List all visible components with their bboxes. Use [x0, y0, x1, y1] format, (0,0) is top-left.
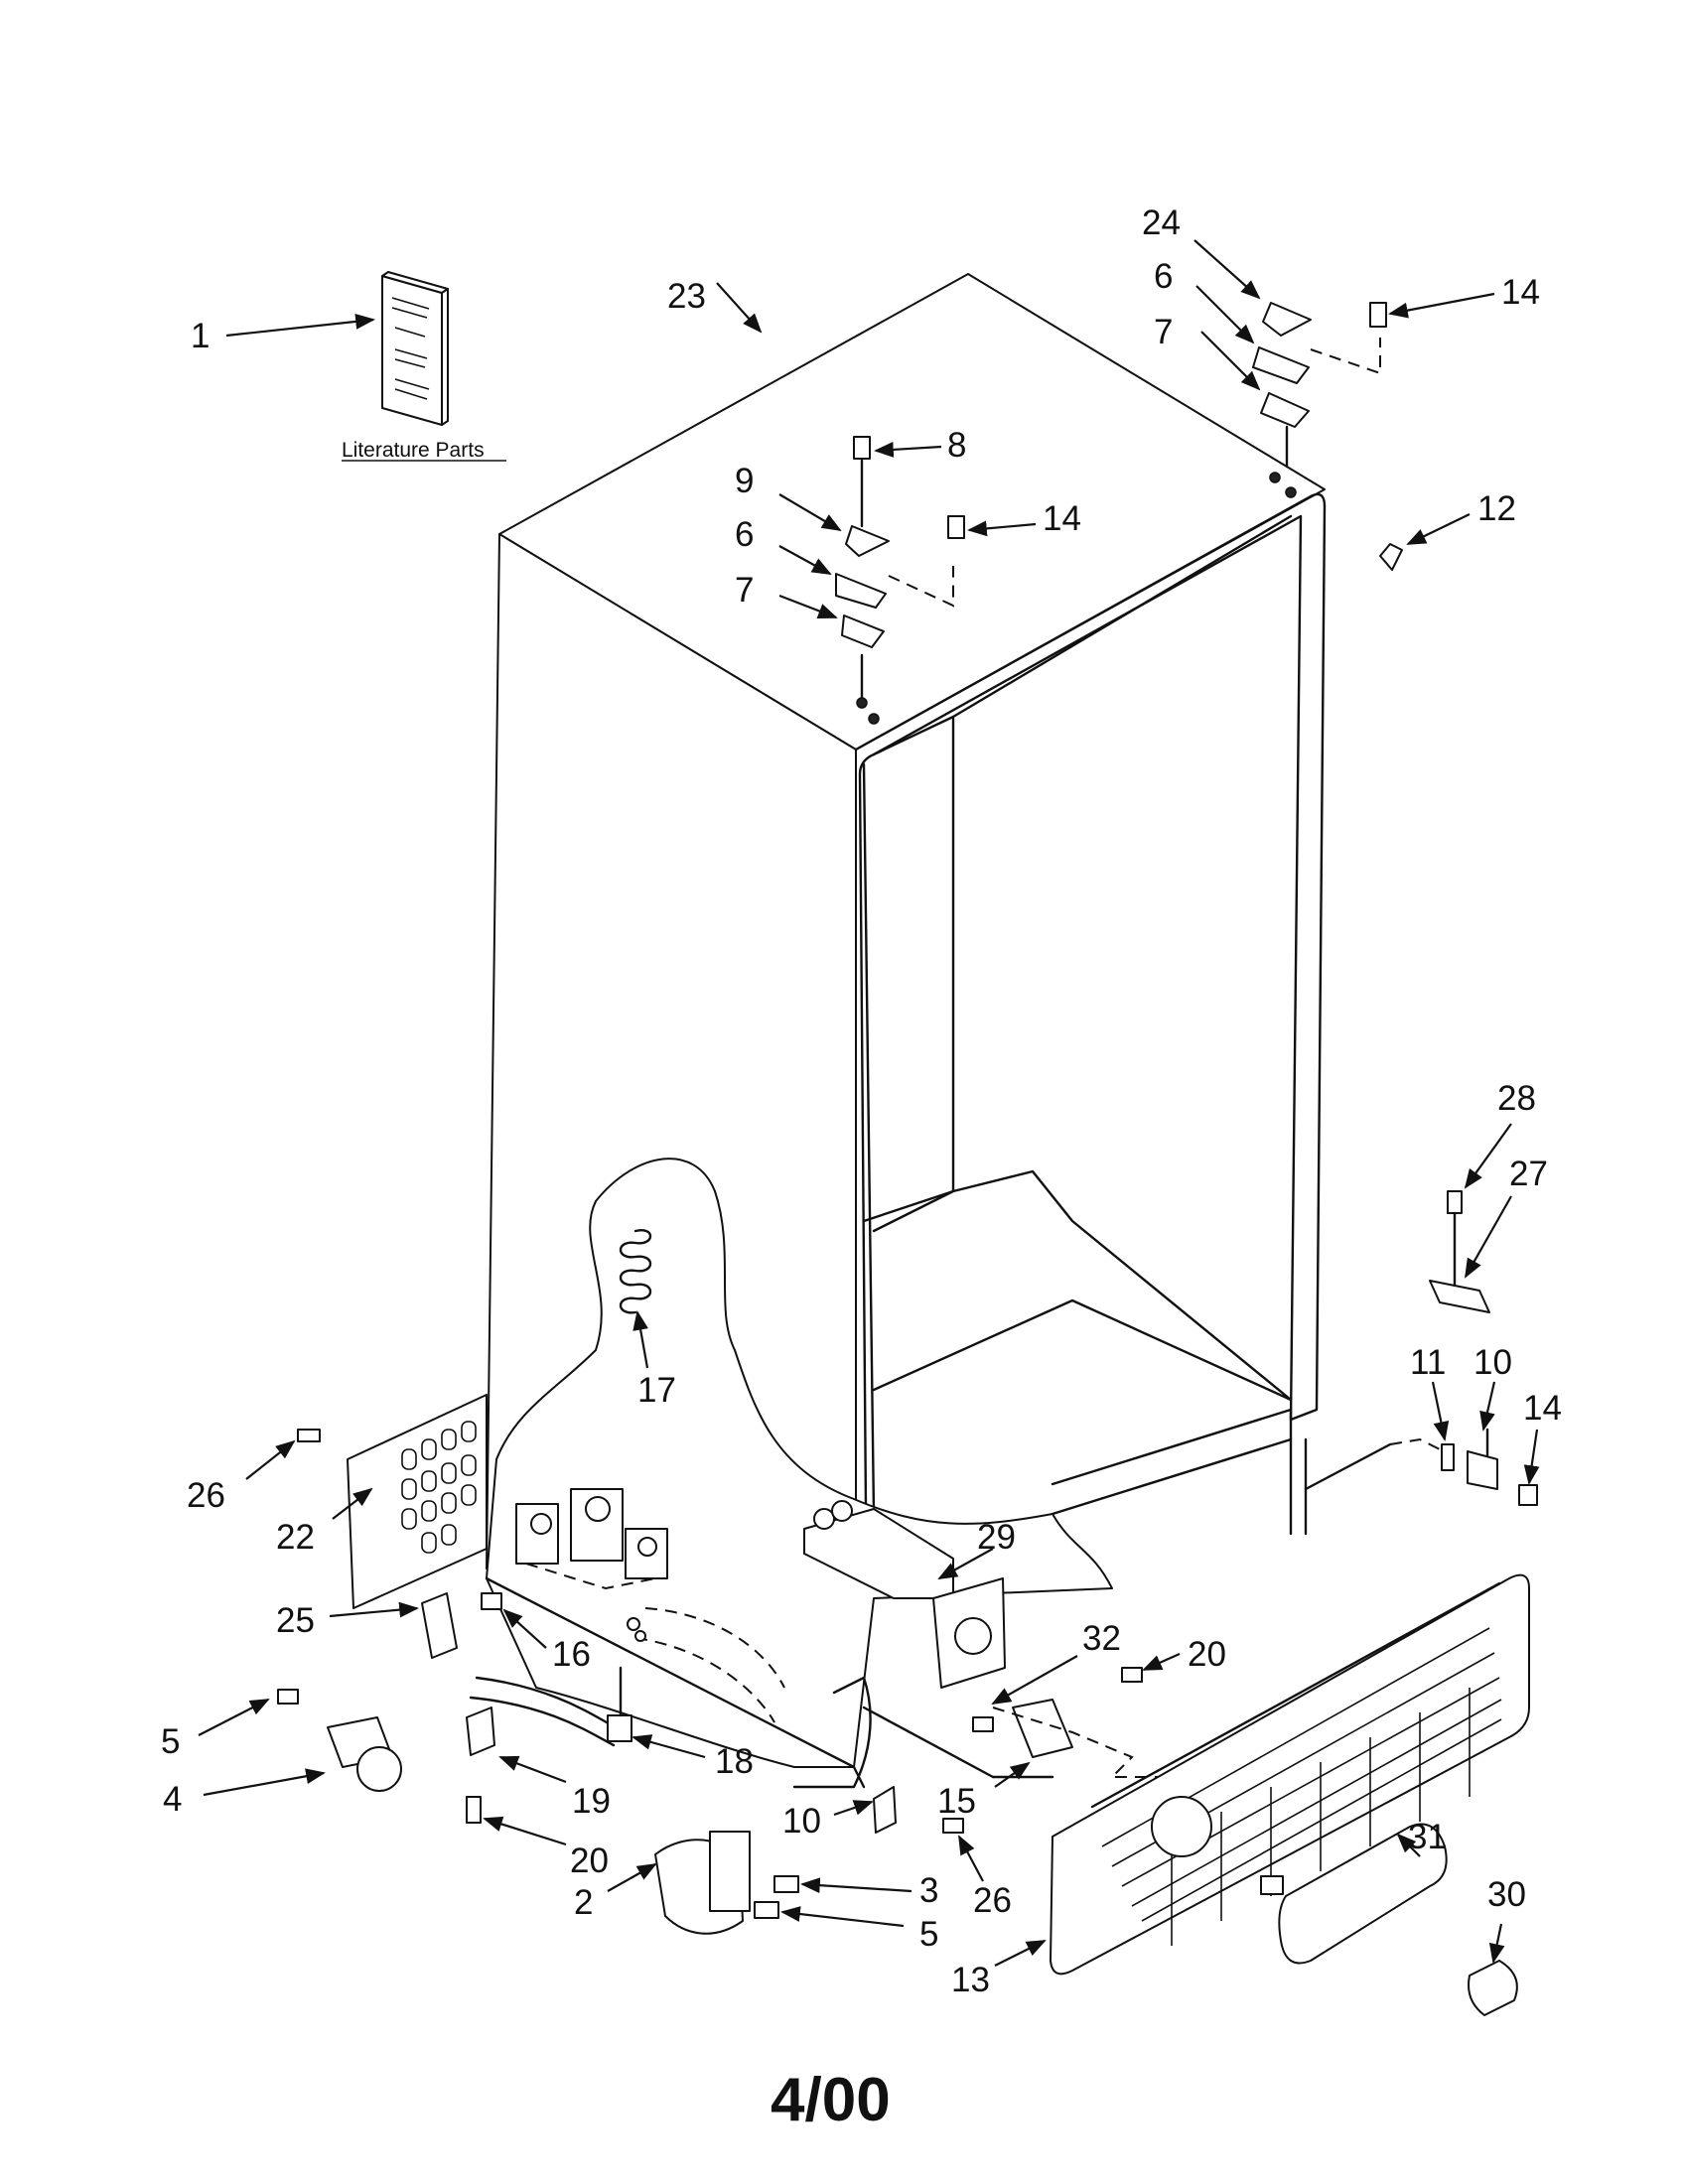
- toe-grille: [1050, 1573, 1530, 1976]
- clip-part-12: [1379, 543, 1403, 571]
- upper-hinge-right: [1252, 302, 1387, 498]
- callout-11: 11: [1410, 1343, 1446, 1382]
- callout-2: 2: [574, 1883, 593, 1922]
- callout-32: 32: [1082, 1619, 1121, 1658]
- front-roller-caster: [277, 1689, 402, 1792]
- callout-20: 20: [570, 1842, 609, 1880]
- leader-arrows: [198, 239, 1540, 1967]
- water-tube-duct: [803, 1500, 1006, 1689]
- callout-9: 9: [735, 462, 754, 500]
- toe-grille-brackets: [873, 1667, 1192, 1834]
- callout-23: 23: [667, 277, 706, 316]
- callout-24: 24: [1142, 204, 1181, 242]
- callout-labels: 1 23 24 6 7 14 8 9 6 7 14 12 28 27 11 10…: [161, 204, 1562, 1999]
- spring-coil: [619, 1229, 652, 1314]
- upper-hinge-left: [835, 436, 965, 725]
- callout-4: 4: [163, 1780, 182, 1819]
- callout-27: 27: [1509, 1155, 1548, 1193]
- callout-14: 14: [1523, 1389, 1562, 1428]
- callout-17: 17: [637, 1371, 676, 1410]
- callout-7: 7: [735, 571, 754, 610]
- water-valve-assembly: [515, 1488, 668, 1590]
- callout-26: 26: [187, 1476, 225, 1515]
- callout-10: 10: [1474, 1343, 1512, 1382]
- callout-14: 14: [1043, 499, 1081, 538]
- callout-28: 28: [1497, 1079, 1536, 1118]
- callout-5: 5: [919, 1915, 938, 1954]
- callout-7: 7: [1154, 313, 1173, 351]
- leveling-bracket: [421, 1592, 502, 1659]
- callout-20: 20: [1188, 1635, 1226, 1674]
- callout-25: 25: [276, 1601, 315, 1640]
- water-filter: [1260, 1823, 1448, 1965]
- callout-6: 6: [1154, 257, 1173, 296]
- callout-8: 8: [947, 426, 966, 465]
- callout-22: 22: [276, 1518, 315, 1557]
- callout-16: 16: [552, 1635, 591, 1674]
- callout-15: 15: [937, 1782, 976, 1821]
- literature-parts-booklet: [381, 271, 449, 426]
- callout-19: 19: [572, 1782, 611, 1821]
- callout-10: 10: [782, 1802, 821, 1841]
- rear-access-cover: [297, 1394, 488, 1609]
- filter-cap: [1468, 1960, 1518, 2016]
- callout-5: 5: [161, 1722, 180, 1761]
- callout-31: 31: [1408, 1818, 1447, 1856]
- callout-6: 6: [735, 515, 754, 554]
- lower-hinge-bracket-right: [1389, 1190, 1538, 1506]
- callout-14: 14: [1501, 273, 1540, 312]
- callout-30: 30: [1487, 1875, 1526, 1914]
- lower-hinge-cam: [654, 1831, 799, 1935]
- callout-29: 29: [977, 1518, 1016, 1557]
- callout-1: 1: [191, 317, 210, 355]
- literature-parts-label: Literature Parts: [342, 439, 485, 462]
- callout-13: 13: [951, 1961, 990, 1999]
- revision-date: 4/00: [771, 2066, 891, 2134]
- callout-26: 26: [973, 1881, 1012, 1920]
- callout-3: 3: [919, 1871, 938, 1910]
- callout-18: 18: [715, 1742, 754, 1781]
- callout-12: 12: [1477, 489, 1516, 528]
- drain-tube: [466, 1666, 632, 1824]
